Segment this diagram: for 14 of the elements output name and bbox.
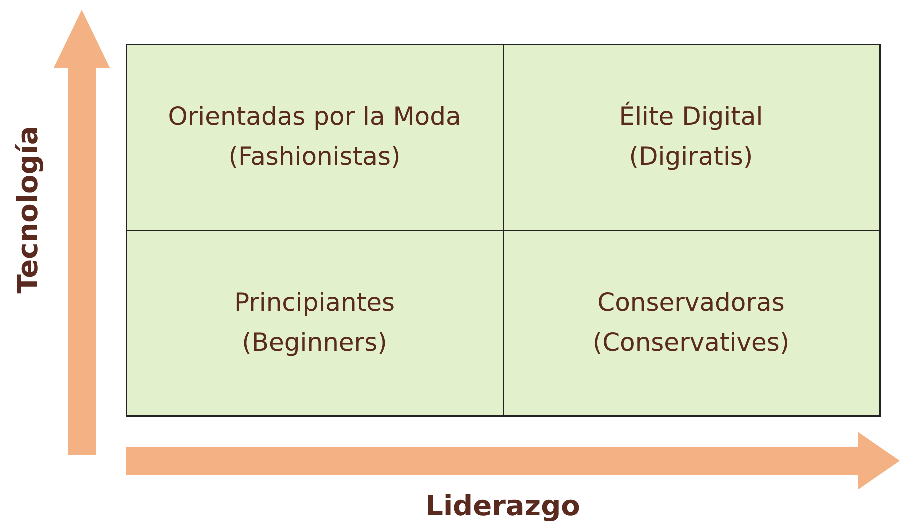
quadrant-subtitle: (Digiratis) (629, 141, 754, 174)
quadrant-subtitle: (Fashionistas) (228, 141, 401, 174)
quadrant-box (502, 230, 880, 416)
quadrant-box (126, 44, 504, 230)
quadrant-title: Principiantes (234, 286, 396, 319)
quadrant-title: Orientadas por la Moda (168, 101, 462, 134)
quadrant-subtitle: (Conservatives) (592, 326, 790, 359)
quadrant-title: Conservadoras (598, 286, 785, 319)
quadrant-subtitle: (Beginners) (242, 326, 388, 359)
axis-title: Tecnología (12, 126, 44, 294)
axis-title: Liderazgo (426, 490, 580, 522)
quadrant-title: Élite Digital (619, 100, 764, 134)
quadrant-box (126, 230, 504, 416)
quadrant-box (502, 44, 880, 230)
